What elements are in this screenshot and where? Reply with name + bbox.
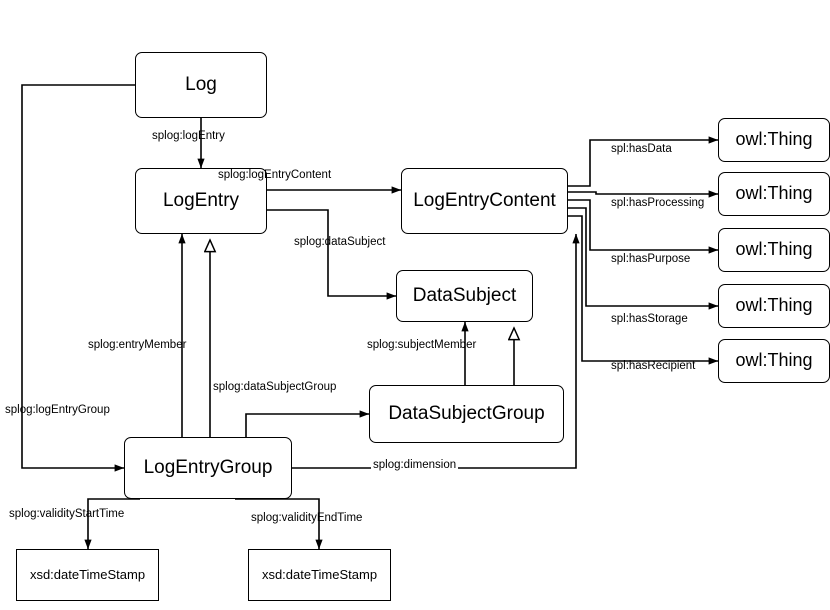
edge-label-hasprocessing: spl:hasProcessing [611, 197, 705, 209]
node-owlthing-storage[interactable]: owl:Thing [718, 284, 830, 328]
node-datetimestamp-start[interactable]: xsd:dateTimeStamp [16, 549, 159, 601]
node-logentry[interactable]: LogEntry [135, 168, 267, 234]
node-log-label: Log [185, 73, 217, 95]
edge-log-logentrygroup [21, 84, 135, 472]
edge-label-dimension: splog:dimension [371, 459, 459, 472]
node-logentrycontent-label: LogEntryContent [413, 189, 556, 211]
node-log[interactable]: Log [135, 52, 267, 118]
node-owlthing-processing-label: owl:Thing [735, 183, 813, 204]
edge-label-validitystarttime: splog:validityStartTime [9, 508, 125, 520]
edge-label-hasdata: spl:hasData [611, 143, 672, 155]
edge-hasdata [568, 136, 719, 187]
edge-hasstorage [568, 207, 719, 310]
edge-hasprocessing [568, 190, 719, 198]
node-logentrygroup[interactable]: LogEntryGroup [124, 437, 292, 499]
edge-haspurpose [568, 199, 719, 254]
node-owlthing-purpose-label: owl:Thing [735, 239, 813, 260]
edge-label-logentry: splog:logEntry [152, 130, 225, 142]
node-datetimestamp-end-label: xsd:dateTimeStamp [261, 566, 378, 582]
node-datasubjectgroup-label: DataSubjectGroup [388, 402, 545, 424]
node-logentrygroup-label: LogEntryGroup [143, 456, 273, 478]
node-datasubject[interactable]: DataSubject [396, 270, 533, 322]
node-datasubjectgroup[interactable]: DataSubjectGroup [369, 385, 564, 443]
node-owlthing-recipient-label: owl:Thing [735, 350, 813, 371]
edge-logentry-datasubject [267, 209, 397, 300]
edge-validityendtime [235, 498, 323, 550]
node-datasubject-label: DataSubject [412, 284, 517, 306]
edge-label-datasubjectgroup: splog:dataSubjectGroup [213, 381, 337, 393]
edge-logentrygroup-datasubjectgroup [245, 410, 370, 437]
node-datetimestamp-end[interactable]: xsd:dateTimeStamp [248, 549, 391, 601]
node-datetimestamp-start-label: xsd:dateTimeStamp [29, 566, 146, 582]
node-logentry-label: LogEntry [162, 189, 240, 211]
node-logentrycontent[interactable]: LogEntryContent [401, 168, 568, 234]
node-owlthing-data-label: owl:Thing [735, 129, 813, 150]
edge-label-datasubject: splog:dataSubject [294, 236, 386, 248]
node-owlthing-data[interactable]: owl:Thing [718, 118, 830, 162]
edge-label-entrymember: splog:entryMember [88, 339, 187, 351]
edge-label-hasrecipient: spl:hasRecipient [611, 360, 696, 372]
node-owlthing-processing[interactable]: owl:Thing [718, 172, 830, 216]
edge-label-validityendtime: splog:validityEndTime [251, 512, 363, 524]
edge-label-logentrygroup: splog:logEntryGroup [5, 404, 110, 416]
edge-label-hasstorage: spl:hasStorage [611, 313, 688, 325]
edge-hasrecipient [568, 215, 719, 365]
edge-label-haspurpose: spl:hasPurpose [611, 253, 691, 265]
edge-label-subjectmember: splog:subjectMember [367, 339, 477, 351]
edge-label-logentrycontent: splog:logEntryContent [218, 169, 332, 181]
edge-validitystarttime [84, 498, 140, 550]
node-owlthing-storage-label: owl:Thing [735, 295, 813, 316]
node-owlthing-recipient[interactable]: owl:Thing [718, 339, 830, 383]
node-owlthing-purpose[interactable]: owl:Thing [718, 228, 830, 272]
